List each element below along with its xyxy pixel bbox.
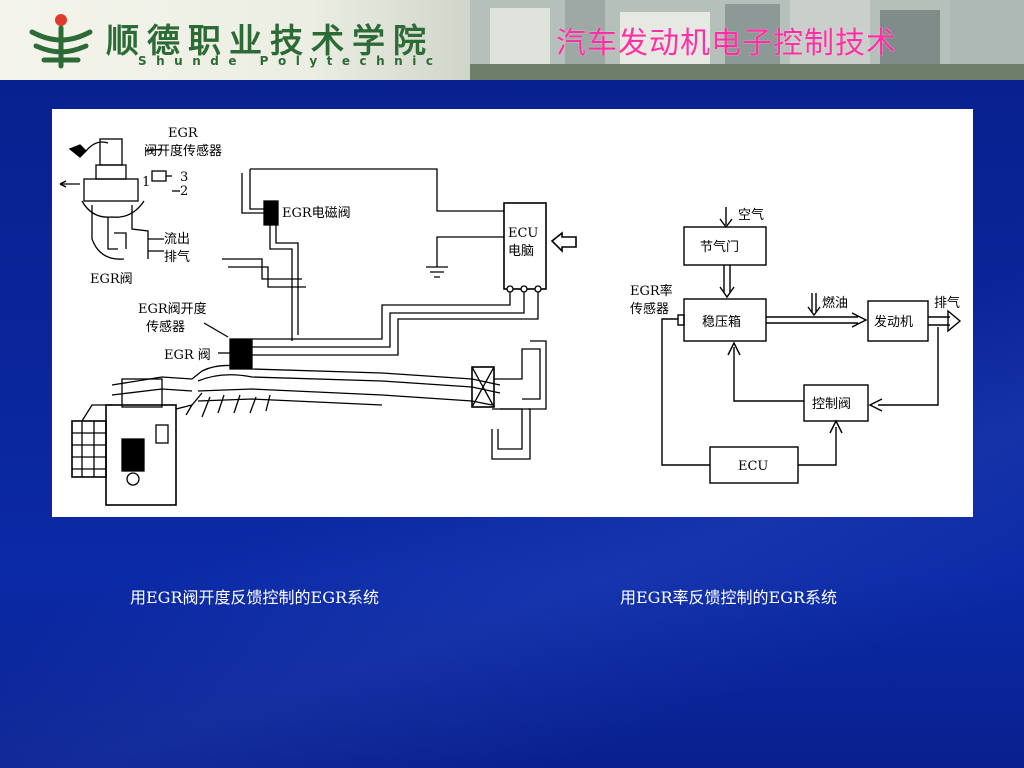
ecu-input-arrow (550, 231, 577, 253)
label-sensor-line2: 传感器 (146, 319, 185, 335)
air-arrow (719, 207, 733, 229)
diagram-panel: EGR 阀开度传感器 1 3 2 流出 排气 EGR阀 EGR电磁阀 ECU 电… (52, 109, 973, 517)
label-ecu-cn: 电脑 (508, 244, 534, 259)
school-name-cn: 顺德职业技术学院 (106, 21, 434, 60)
caption-left: 用EGR阀开度反馈控制的EGR系统 (130, 588, 380, 607)
engine-box (867, 300, 929, 342)
label-pin-3: 3 (180, 170, 188, 185)
label-pin-2: 2 (180, 184, 188, 199)
label-egr-valve-small: EGR阀 (90, 272, 133, 287)
label-egr-rate-line1: EGR率 (630, 283, 673, 299)
label-pin-1: 1 (142, 175, 150, 190)
school-name-en: Shunde Polytechnic (138, 54, 443, 68)
label-control-valve: 控制阀 (812, 397, 851, 412)
course-title: 汽车发动机电子控制技术 (556, 26, 897, 61)
label-exhaust-left: 排气 (164, 249, 190, 265)
diagram-canvas: EGR 阀开度传感器 1 3 2 流出 排气 EGR阀 EGR电磁阀 ECU 电… (59, 126, 962, 506)
label-egr-solenoid: EGR电磁阀 (282, 206, 351, 221)
label-outflow: 流出 (164, 232, 190, 247)
label-ecu-left: ECU (508, 226, 538, 241)
slide-header: 顺德职业技术学院 Shunde Polytechnic 汽车发动机电子控制技术 (0, 0, 1024, 80)
label-engine: 发动机 (874, 314, 913, 330)
label-throttle: 节气门 (700, 239, 739, 255)
left-egr-system-diagram (59, 138, 577, 506)
label-exhaust-right: 排气 (934, 295, 960, 311)
wiring-lines (241, 168, 539, 356)
school-logo (29, 14, 93, 69)
egr-valve-detail (59, 138, 172, 260)
label-sensor-line1: EGR阀开度 (138, 301, 207, 317)
label-egr-top: EGR (168, 126, 199, 141)
label-fuel: 燃油 (822, 295, 848, 311)
egr-solenoid (222, 200, 306, 341)
right-egr-rate-diagram (661, 207, 962, 484)
campus-photo-banner (470, 0, 1024, 80)
engine-intake-assembly (71, 338, 547, 506)
label-egr-rate-line2: 传感器 (630, 301, 669, 317)
label-valve-sensor-top: 阀开度传感器 (144, 143, 222, 159)
label-egr-valve-main: EGR 阀 (164, 348, 211, 363)
caption-right: 用EGR率反馈控制的EGR系统 (620, 588, 838, 607)
label-surge-tank: 稳压箱 (702, 314, 741, 330)
throttle-box (683, 226, 767, 266)
label-air: 空气 (738, 207, 764, 223)
label-ecu-right: ECU (738, 459, 768, 474)
